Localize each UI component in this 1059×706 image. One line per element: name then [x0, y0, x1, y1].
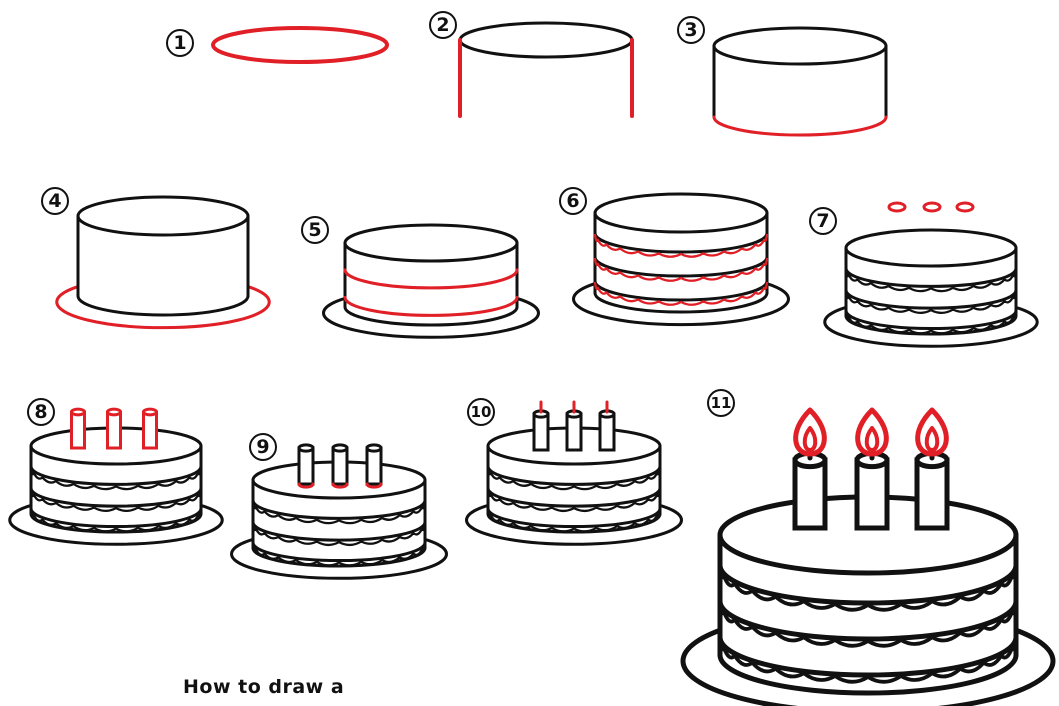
candle-flame-inner [927, 428, 938, 450]
candle-top [299, 445, 313, 451]
candle-flame-inner [805, 428, 816, 450]
step2-top-back [460, 23, 632, 40]
step-number-3: 3 [676, 15, 706, 45]
candle-top [333, 445, 347, 451]
candle [144, 412, 157, 448]
step-number-4: 4 [40, 186, 70, 216]
step2-top-front [460, 40, 632, 57]
cake-top [78, 197, 248, 235]
step-number-6: 6 [558, 186, 588, 216]
candle-mark [924, 203, 940, 211]
candle [534, 414, 548, 450]
candle [367, 448, 381, 484]
candle [857, 460, 887, 528]
candle [72, 412, 85, 448]
step-number-9: 9 [248, 432, 278, 462]
step-number-5: 5 [300, 215, 330, 245]
cake-top [595, 194, 767, 232]
candle [795, 460, 825, 528]
cake-top [846, 230, 1016, 266]
step1-top-ellipse [213, 28, 387, 62]
step-number-10: 10 [466, 397, 496, 427]
step-number-2: 2 [428, 10, 458, 40]
step-number-8: 8 [26, 397, 56, 427]
candle-mark [957, 203, 973, 211]
candle [600, 414, 614, 450]
tutorial-caption: How to draw a [183, 676, 344, 698]
candle [333, 448, 347, 484]
candle-top [108, 409, 121, 415]
candle-mark [889, 203, 905, 211]
candle-flame-inner [867, 428, 878, 450]
candle-top [367, 445, 381, 451]
candle [917, 460, 947, 528]
candle [108, 412, 121, 448]
step-number-7: 7 [808, 206, 838, 236]
cake-top [714, 28, 886, 64]
candle-top [144, 409, 157, 415]
candle [299, 448, 313, 484]
step-number-11: 11 [706, 388, 736, 418]
cake-top [345, 225, 517, 261]
step-number-1: 1 [165, 28, 195, 58]
candle [567, 414, 581, 450]
candle-top [72, 409, 85, 415]
